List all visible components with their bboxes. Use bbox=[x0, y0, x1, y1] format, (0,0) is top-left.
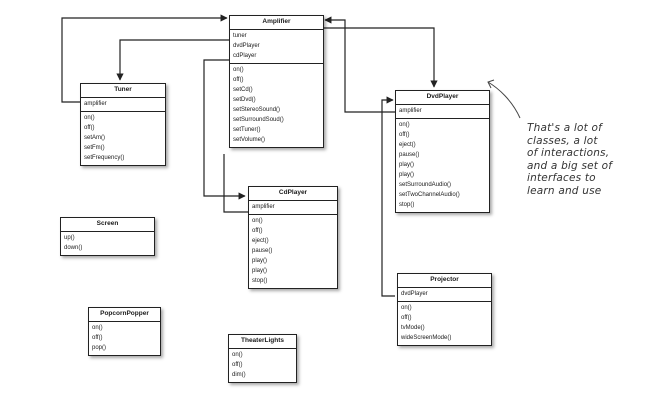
method: setCd() bbox=[233, 86, 253, 93]
class-screen-methods: up() down() bbox=[61, 232, 154, 255]
class-tuner: Tuner amplifier on() off() setAm() setFm… bbox=[80, 83, 166, 166]
class-screen-name: Screen bbox=[61, 218, 154, 232]
method: setVolume() bbox=[233, 136, 266, 143]
method: play() bbox=[399, 161, 415, 168]
attribute: dvdPlayer bbox=[401, 290, 428, 297]
class-projector-attributes: dvdPlayer bbox=[398, 288, 491, 302]
method: pause() bbox=[399, 151, 420, 158]
method: setFm() bbox=[84, 144, 105, 151]
method: up() bbox=[64, 234, 75, 241]
attribute: tuner bbox=[233, 32, 247, 39]
class-tuner-name: Tuner bbox=[81, 84, 165, 98]
attribute: amplifier bbox=[252, 203, 275, 210]
method: on() bbox=[399, 121, 410, 128]
class-dvdplayer: DvdPlayer amplifier on() off() eject() p… bbox=[395, 90, 490, 213]
method: off() bbox=[232, 361, 243, 368]
note-line: classes, a lot bbox=[527, 134, 598, 147]
class-cdplayer-methods: on() off() eject() pause() play() play()… bbox=[249, 215, 337, 288]
method: pause() bbox=[252, 247, 273, 254]
class-tuner-attributes: amplifier bbox=[81, 98, 165, 112]
method: play() bbox=[252, 267, 268, 274]
class-cdplayer-name: CdPlayer bbox=[249, 187, 337, 201]
method: play() bbox=[252, 257, 268, 264]
method: pop() bbox=[92, 344, 107, 351]
method: on() bbox=[252, 217, 263, 224]
class-amplifier: Amplifier tuner dvdPlayer cdPlayer on() … bbox=[229, 15, 324, 148]
method: off() bbox=[92, 334, 103, 341]
class-amplifier-name: Amplifier bbox=[230, 16, 323, 30]
method: on() bbox=[92, 324, 103, 331]
note-line: That's a lot of bbox=[527, 122, 603, 134]
note-line: interfaces to bbox=[527, 172, 596, 184]
method: dim() bbox=[232, 371, 246, 378]
method: setTwoChannelAudio() bbox=[399, 191, 460, 198]
method: on() bbox=[233, 66, 244, 73]
class-amplifier-methods: on() off() setCd() setDvd() setStereoSou… bbox=[230, 64, 323, 147]
method: on() bbox=[232, 351, 243, 358]
arrow-tuner-to-amplifier bbox=[61, 14, 228, 103]
method: stop() bbox=[252, 277, 268, 284]
method: eject() bbox=[252, 237, 269, 244]
class-projector-name: Projector bbox=[398, 274, 491, 288]
method: setAm() bbox=[84, 134, 105, 141]
class-dvdplayer-methods: on() off() eject() pause() play() play()… bbox=[396, 119, 489, 212]
class-projector-methods: on() off() tvMode() wideScreenMode() bbox=[398, 302, 491, 345]
note-pointer-arrow bbox=[487, 81, 521, 119]
method: setDvd() bbox=[233, 96, 256, 103]
class-theaterlights-methods: on() off() dim() bbox=[229, 349, 296, 382]
method: setStereoSound() bbox=[233, 106, 281, 113]
arrow-cdplayer-to-amplifier bbox=[223, 154, 248, 213]
note-line: learn and use bbox=[527, 184, 602, 197]
method: setTuner() bbox=[233, 126, 261, 133]
method: eject() bbox=[399, 141, 416, 148]
arrow-dvdplayer-to-amplifier bbox=[324, 16, 395, 113]
class-dvdplayer-attributes: amplifier bbox=[396, 105, 489, 119]
arrow-amplifier-to-tuner bbox=[116, 39, 229, 81]
method: off() bbox=[399, 131, 410, 138]
method: off() bbox=[233, 76, 244, 83]
note-line: and a big set of bbox=[527, 159, 613, 172]
class-screen: Screen up() down() bbox=[60, 217, 155, 256]
method: off() bbox=[401, 314, 412, 321]
method: wideScreenMode() bbox=[401, 334, 452, 341]
arrow-projector-to-dvdplayer bbox=[381, 96, 395, 297]
handwritten-note: That's a lot of classes, a lot of intera… bbox=[527, 122, 647, 197]
method: down() bbox=[64, 244, 83, 251]
class-tuner-methods: on() off() setAm() setFm() setFrequency(… bbox=[81, 112, 165, 165]
class-popcornpopper: PopcornPopper on() off() pop() bbox=[88, 307, 161, 356]
method: play() bbox=[399, 171, 415, 178]
method: setFrequency() bbox=[84, 154, 125, 161]
note-pointer-arrowhead bbox=[487, 79, 495, 89]
method: tvMode() bbox=[401, 324, 425, 331]
arrow-amplifier-to-dvdplayer bbox=[322, 27, 438, 88]
method: on() bbox=[84, 114, 95, 121]
attribute: dvdPlayer bbox=[233, 42, 260, 49]
method: on() bbox=[401, 304, 412, 311]
class-projector: Projector dvdPlayer on() off() tvMode() … bbox=[397, 273, 492, 346]
class-theaterlights: TheaterLights on() off() dim() bbox=[228, 334, 297, 383]
class-dvdplayer-name: DvdPlayer bbox=[396, 91, 489, 105]
method: off() bbox=[252, 227, 263, 234]
attribute: amplifier bbox=[84, 100, 107, 107]
class-cdplayer: CdPlayer amplifier on() off() eject() pa… bbox=[248, 186, 338, 289]
class-amplifier-attributes: tuner dvdPlayer cdPlayer bbox=[230, 30, 323, 64]
note-line: of interactions, bbox=[527, 147, 610, 159]
attribute: amplifier bbox=[399, 107, 422, 114]
method: stop() bbox=[399, 201, 415, 208]
class-popcornpopper-name: PopcornPopper bbox=[89, 308, 160, 322]
method: setSurroundSoud() bbox=[233, 116, 284, 123]
class-cdplayer-attributes: amplifier bbox=[249, 201, 337, 215]
method: setSurroundAudio() bbox=[399, 181, 452, 188]
class-theaterlights-name: TheaterLights bbox=[229, 335, 296, 349]
attribute: cdPlayer bbox=[233, 52, 257, 59]
method: off() bbox=[84, 124, 95, 131]
class-popcornpopper-methods: on() off() pop() bbox=[89, 322, 160, 355]
